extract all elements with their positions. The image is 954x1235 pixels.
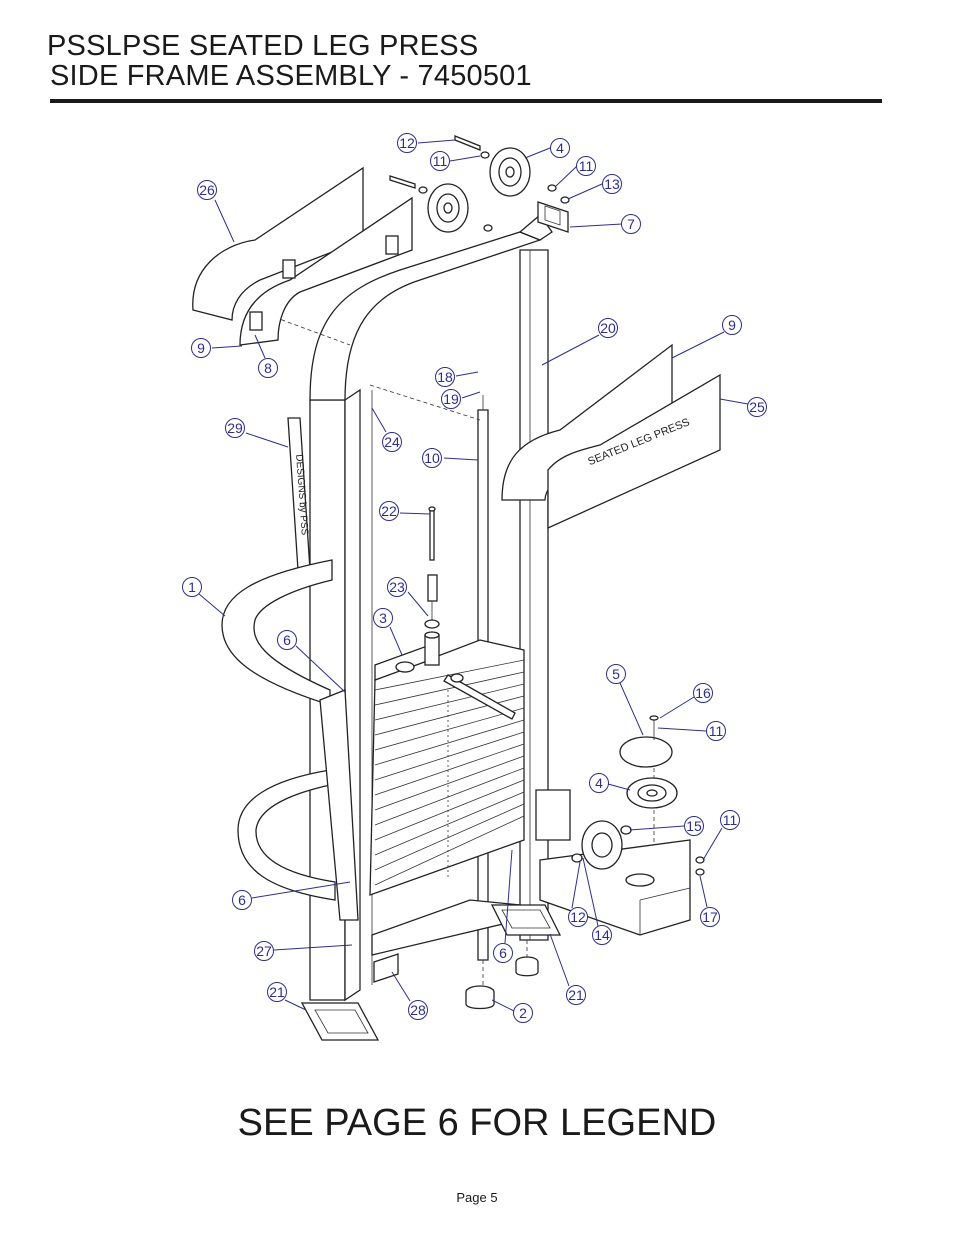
callout-7: 7 [621,214,641,234]
callout-12: 12 [568,907,588,927]
callout-9: 9 [191,338,211,358]
callout-number: 17 [702,909,718,925]
handle-bar [221,559,359,921]
weight-stack [369,631,525,896]
base-parts [300,899,562,1041]
callout-11: 11 [576,156,596,176]
top-pulleys [389,135,570,233]
callout-number: 13 [604,176,620,192]
callout-number: 15 [686,818,702,834]
callout-12: 12 [397,133,417,153]
callout-number: 7 [627,216,635,232]
callout-number: 21 [269,984,285,1000]
callout-number: 20 [600,320,616,336]
callout-21: 21 [566,985,586,1005]
callout-6: 6 [232,890,252,910]
callout-9: 9 [722,315,742,335]
shroud-panels: SEATED LEG PRESS [192,166,721,530]
selector-rod [424,506,440,629]
callout-number: 24 [384,434,400,450]
callout-number: 6 [283,632,291,648]
callout-11: 11 [430,151,450,171]
callout-number: 27 [256,943,272,959]
lower-pulley-bracket [535,715,705,936]
callout-number: 11 [579,158,594,174]
callout-17: 17 [700,907,720,927]
callout-6: 6 [277,630,297,650]
callout-number: 29 [227,420,243,436]
callout-number: 11 [709,723,724,739]
callout-11: 11 [720,810,740,830]
callout-number: 12 [570,909,586,925]
callout-25: 25 [747,397,767,417]
callout-number: 5 [612,666,620,682]
callout-number: 3 [379,610,387,626]
callout-22: 22 [379,501,399,521]
callout-number: 26 [199,182,215,198]
callout-number: 25 [749,399,765,415]
callout-number: 12 [399,135,415,151]
callout-26: 26 [197,180,217,200]
title-rule [50,99,882,103]
leader-lines [198,139,749,1012]
callout-23: 23 [387,577,407,597]
callout-2: 2 [513,1003,533,1023]
callout-number: 11 [433,153,448,169]
legend-note: SEE PAGE 6 FOR LEGEND [237,1102,717,1144]
callout-number: 22 [381,503,397,519]
callout-number: 11 [723,812,738,828]
callout-number: 8 [264,360,272,376]
callout-1: 1 [182,577,202,597]
page-number: Page 5 [456,1190,498,1205]
callout-number: 16 [695,685,711,701]
callout-5: 5 [606,664,626,684]
callout-15: 15 [684,816,704,836]
callout-14: 14 [592,925,612,945]
callout-4: 4 [589,773,609,793]
callout-number: 14 [594,927,610,943]
callout-number: 4 [556,140,564,156]
decal: DESIGNS by PSS [287,417,311,571]
title-line-1: PSSLPSE SEATED LEG PRESS [47,30,479,62]
callout-29: 29 [225,418,245,438]
callout-20: 20 [598,318,618,338]
callout-number: 6 [238,892,246,908]
callout-number: 6 [499,945,507,961]
callout-number: 10 [424,450,440,466]
callout-27: 27 [254,941,274,961]
callout-13: 13 [602,174,622,194]
callout-3: 3 [373,608,393,628]
callout-28: 28 [408,1000,428,1020]
callout-11: 11 [706,721,726,741]
callout-18: 18 [435,367,455,387]
callout-number: 21 [568,987,584,1003]
callout-21: 21 [267,982,287,1002]
callout-19: 19 [441,389,461,409]
callout-number: 1 [188,579,196,595]
callout-number: 9 [728,317,736,333]
callout-number: 9 [197,340,205,356]
callout-10: 10 [422,448,442,468]
callout-24: 24 [382,432,402,452]
callout-number: 4 [595,775,603,791]
callout-number: 23 [389,579,405,595]
callout-4: 4 [550,138,570,158]
callout-number: 2 [519,1005,527,1021]
callout-number: 28 [410,1002,426,1018]
callout-8: 8 [258,358,278,378]
callout-16: 16 [693,683,713,703]
callout-6: 6 [493,943,513,963]
title-line-2: SIDE FRAME ASSEMBLY - 7450501 [50,60,532,92]
callout-number: 19 [443,391,459,407]
callout-number: 18 [437,369,453,385]
